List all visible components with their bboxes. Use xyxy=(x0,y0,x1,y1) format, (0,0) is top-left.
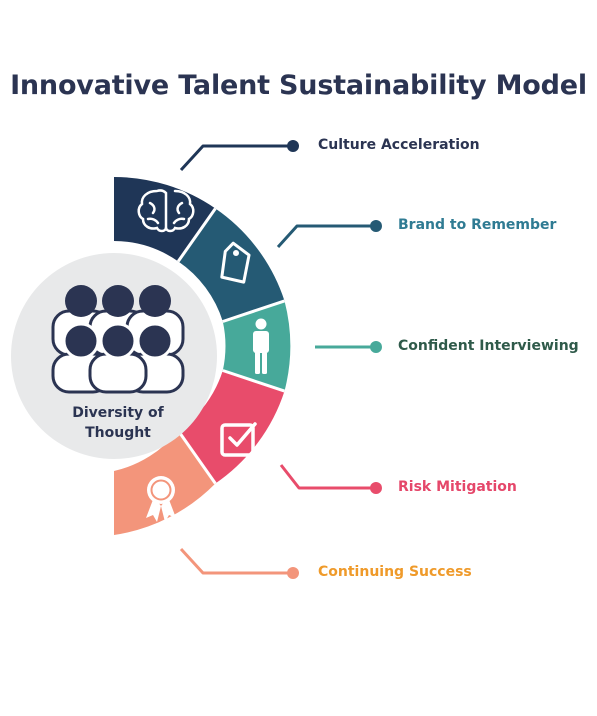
award-ribbon-icon xyxy=(146,476,176,522)
page-title: Innovative Talent Sustainability Model xyxy=(10,70,587,101)
segment-risk-mitigation xyxy=(178,370,285,484)
checkbox-icon xyxy=(220,422,257,457)
center-label: Diversity of Thought xyxy=(60,403,176,443)
center-label-line1: Diversity of xyxy=(72,405,164,421)
group-of-people-icon xyxy=(51,285,185,394)
label-continuing-success: Continuing Success xyxy=(318,564,472,580)
label-confident-interviewing: Confident Interviewing xyxy=(398,338,579,354)
label-risk-mitigation: Risk Mitigation xyxy=(398,479,517,495)
price-tag-icon xyxy=(220,241,251,284)
brain-icon xyxy=(137,189,195,233)
label-brand-to-remember: Brand to Remember xyxy=(398,217,557,233)
segment-brand-to-remember xyxy=(178,208,285,322)
center-label-line2: Thought xyxy=(85,425,151,441)
label-culture-acceleration: Culture Acceleration xyxy=(318,137,480,153)
person-icon xyxy=(253,318,269,374)
